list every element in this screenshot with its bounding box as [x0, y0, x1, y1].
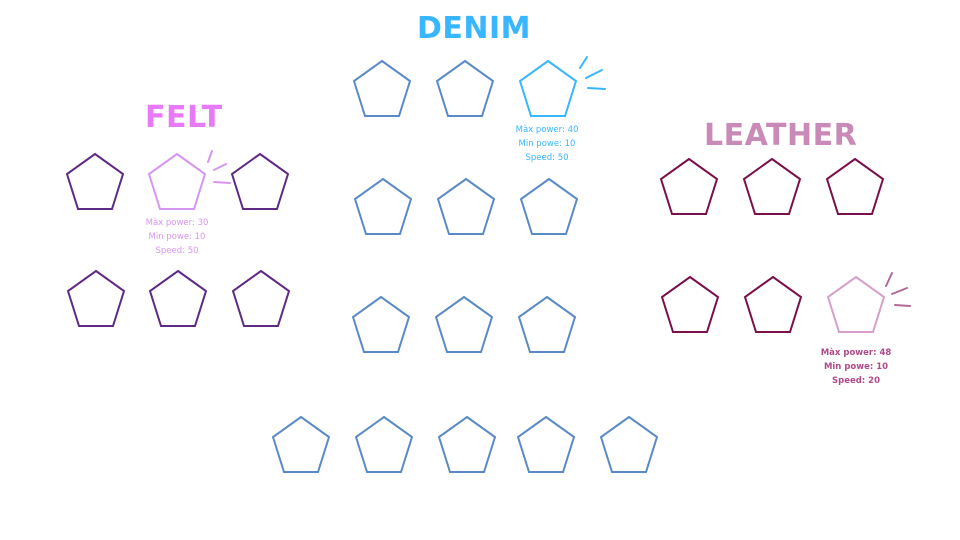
denim-pentagon-icon[interactable]	[434, 295, 494, 355]
denim-stats: Màx power: 40 Min powe: 10 Speed: 50	[510, 123, 584, 165]
denim-pentagon-icon[interactable]	[437, 415, 497, 475]
denim-min-power: Min powe: 10	[518, 139, 576, 149]
denim-speed: Speed: 50	[525, 153, 569, 163]
denim-pentagon-icon[interactable]	[516, 415, 576, 475]
denim-pentagon-icon[interactable]	[517, 295, 577, 355]
denim-max-power: Màx power: 40	[515, 125, 579, 135]
denim-pentagon-icon[interactable]	[352, 59, 412, 119]
denim-pentagon-icon[interactable]	[353, 177, 413, 237]
spark-lines-icon	[579, 56, 606, 90]
leather-max-power: Màx power: 48	[820, 348, 892, 358]
leather-title: LEATHER	[704, 118, 858, 153]
felt-speed: Speed: 50	[155, 246, 199, 256]
felt-min-power: Min powe: 10	[148, 232, 206, 242]
felt-max-power: Màx power: 30	[145, 218, 209, 228]
denim-pentagon-icon[interactable]	[351, 295, 411, 355]
felt-stats: Màx power: 30 Min powe: 10 Speed: 50	[140, 216, 214, 258]
denim-pentagon-icon[interactable]	[519, 177, 579, 237]
leather-pentagon-icon[interactable]	[660, 275, 720, 335]
leather-pentagon-highlight-icon[interactable]	[826, 275, 886, 335]
leather-stats: Màx power: 48 Min powe: 10 Speed: 20	[816, 346, 896, 388]
leather-pentagon-icon[interactable]	[742, 157, 802, 217]
spark-lines-icon	[885, 272, 911, 307]
felt-pentagon-icon[interactable]	[231, 269, 291, 329]
denim-pentagon-icon[interactable]	[354, 415, 414, 475]
felt-pentagon-highlight-icon[interactable]	[147, 152, 207, 212]
leather-min-power: Min powe: 10	[823, 362, 889, 372]
denim-pentagon-icon[interactable]	[599, 415, 659, 475]
leather-speed: Speed: 20	[831, 376, 880, 386]
felt-pentagon-icon[interactable]	[148, 269, 208, 329]
spark-lines-icon	[207, 150, 231, 184]
denim-pentagon-highlight-icon[interactable]	[518, 59, 578, 119]
denim-pentagon-icon[interactable]	[271, 415, 331, 475]
felt-pentagon-icon[interactable]	[65, 152, 125, 212]
leather-pentagon-icon[interactable]	[659, 157, 719, 217]
felt-pentagon-icon[interactable]	[230, 152, 290, 212]
leather-pentagon-icon[interactable]	[743, 275, 803, 335]
felt-title: FELT	[145, 100, 223, 135]
denim-pentagon-icon[interactable]	[436, 177, 496, 237]
felt-pentagon-icon[interactable]	[66, 269, 126, 329]
denim-pentagon-icon[interactable]	[435, 59, 495, 119]
denim-title: DENIM	[417, 11, 532, 46]
leather-pentagon-icon[interactable]	[825, 157, 885, 217]
